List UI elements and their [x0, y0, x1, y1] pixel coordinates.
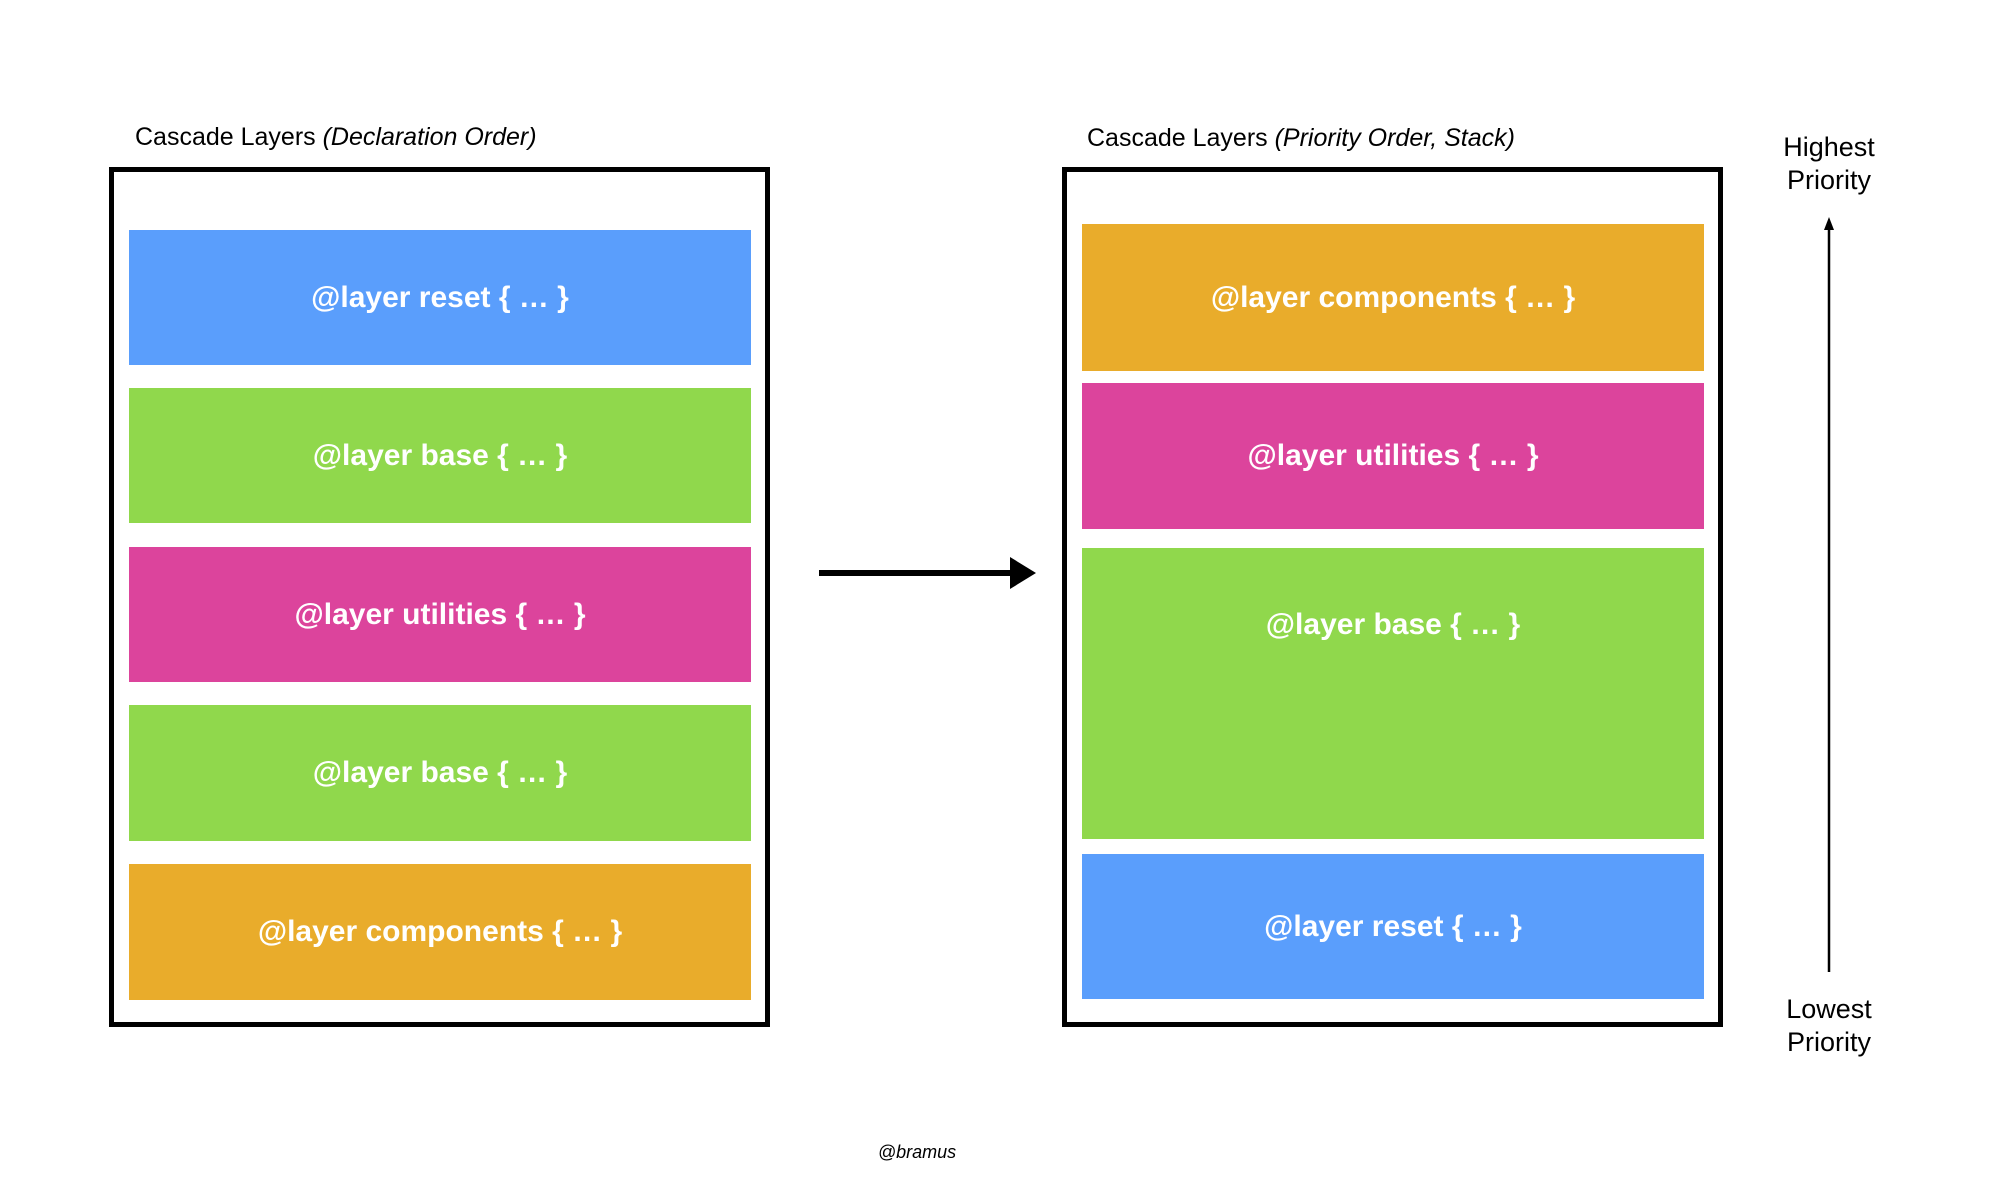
- layer-label: @layer components { … }: [1210, 280, 1576, 314]
- right-title-italic: (Priority Order, Stack): [1274, 124, 1515, 152]
- right-layer-reset: @layer reset { … }: [1082, 854, 1704, 999]
- highest-line-1: Highest: [1783, 132, 1875, 162]
- left-title-italic: (Declaration Order): [322, 123, 537, 151]
- layer-label: @layer utilities { … }: [1247, 439, 1539, 472]
- left-title-main: Cascade Layers: [135, 123, 316, 151]
- right-arrow-icon: [819, 557, 1036, 589]
- left-layer-reset: @layer reset { … }: [129, 230, 751, 365]
- right-title-main: Cascade Layers: [1087, 124, 1268, 152]
- left-layer-base: @layer base { … }: [129, 388, 751, 523]
- layer-label: @layer reset { … }: [1264, 909, 1522, 943]
- up-arrow-icon: [1824, 217, 1834, 972]
- left-layer-components: @layer components { … }: [129, 864, 751, 1000]
- layer-label: @layer base { … }: [312, 756, 568, 789]
- layer-label: @layer base { … }: [312, 438, 568, 472]
- layer-label: @layer components { … }: [257, 915, 623, 948]
- highest-line-2: Priority: [1786, 165, 1871, 195]
- layer-label: @layer utilities { … }: [294, 597, 586, 631]
- highest-priority-label: Highest Priority: [1759, 131, 1899, 197]
- layer-label: @layer base { … }: [1265, 608, 1521, 641]
- layer-label: @layer reset { … }: [311, 280, 569, 314]
- right-layer-components: @layer components { … }: [1082, 224, 1704, 371]
- left-title: Cascade Layers (Declaration Order): [135, 123, 537, 152]
- author-credit: @bramus: [877, 1142, 957, 1162]
- right-layer-utilities: @layer utilities { … }: [1082, 383, 1704, 529]
- left-layer-utilities: @layer utilities { … }: [129, 547, 751, 682]
- right-layer-base: @layer base { … }: [1082, 548, 1704, 839]
- left-layer-base-2: @layer base { … }: [129, 705, 751, 841]
- lowest-priority-label: Lowest Priority: [1759, 993, 1899, 1059]
- lowest-line-2: Priority: [1786, 1027, 1871, 1057]
- lowest-line-1: Lowest: [1786, 994, 1872, 1024]
- right-title: Cascade Layers (Priority Order, Stack): [1087, 124, 1515, 153]
